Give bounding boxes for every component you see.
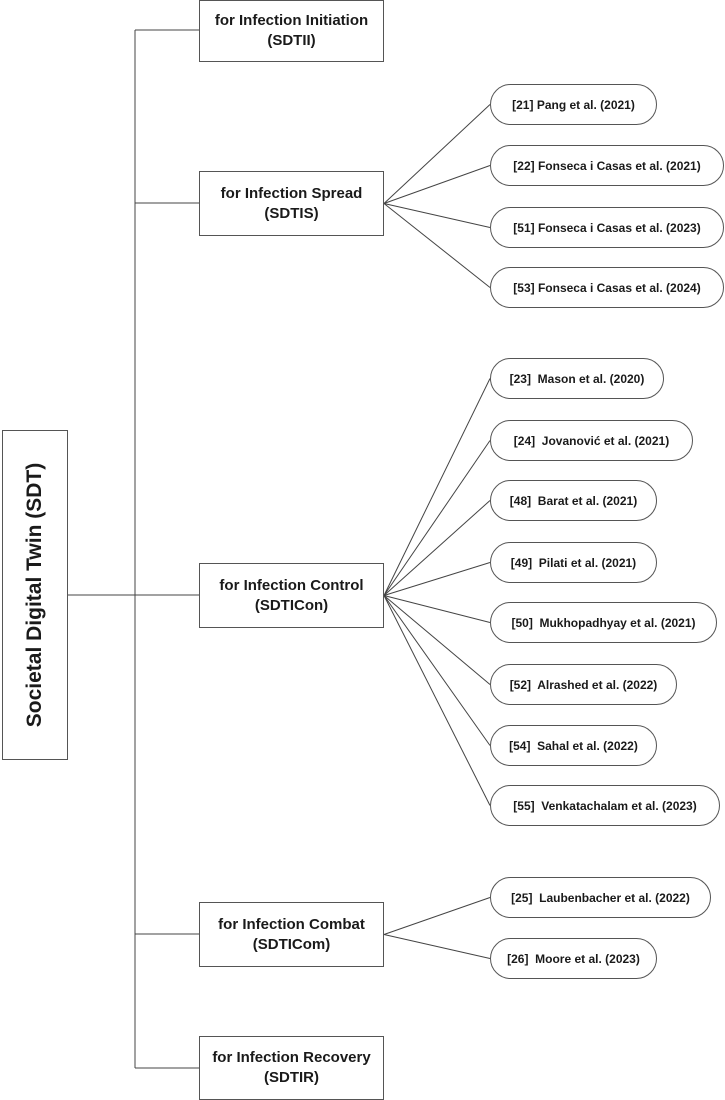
fan-line-mukhopadhyay-2021: [383, 595, 491, 623]
category-code: (SDTIR): [264, 1069, 319, 1086]
fan-line-sahal-2022: [383, 595, 491, 746]
reference-node-fonseca-2024: [53] Fonseca i Casas et al. (2024): [490, 267, 724, 308]
fan-line-laubenbacher-2022: [383, 897, 491, 935]
fan-line-pilati-2021: [383, 562, 491, 596]
category-infection-spread: for Infection Spread (SDTIS): [199, 171, 384, 236]
fan-line-moore-2023: [383, 934, 491, 959]
fan-line-alrashed-2022: [383, 595, 491, 685]
category-title: for Infection Combat: [218, 915, 365, 933]
root-label: Societal Digital Twin (SDT): [23, 462, 46, 728]
category-title: for Infection Initiation: [214, 12, 369, 29]
reference-node-moore-2023: [26] Moore et al. (2023): [490, 938, 657, 979]
reference-node-fonseca-2021: [22] Fonseca i Casas et al. (2021): [490, 145, 724, 186]
category-title: for Infection Spread: [220, 184, 363, 202]
fan-line-fonseca-2021: [383, 165, 491, 204]
fan-line-mason-2020: [383, 378, 491, 596]
reference-node-pang-2021: [21] Pang et al. (2021): [490, 84, 657, 125]
reference-node-alrashed-2022: [52] Alrashed et al. (2022): [490, 664, 677, 705]
fan-line-venkatachalam-2023: [383, 595, 491, 806]
category-title: for Infection Recovery: [212, 1049, 371, 1066]
category-infection-control: for Infection Control (SDTICon): [199, 563, 384, 628]
reference-node-barat-2021: [48] Barat et al. (2021): [490, 480, 657, 521]
reference-node-fonseca-2023: [51] Fonseca i Casas et al. (2023): [490, 207, 724, 248]
fan-line-fonseca-2023: [383, 203, 491, 228]
fan-line-jovanovic-2021: [383, 440, 491, 596]
reference-node-pilati-2021: [49] Pilati et al. (2021): [490, 542, 657, 583]
fan-line-barat-2021: [383, 500, 491, 596]
category-code: (SDTICom): [252, 935, 331, 953]
fan-line-fonseca-2024: [383, 203, 491, 288]
reference-node-sahal-2022: [54] Sahal et al. (2022): [490, 725, 657, 766]
category-code: (SDTIS): [264, 204, 319, 222]
category-code: (SDTICon): [254, 596, 329, 614]
reference-node-mason-2020: [23] Mason et al. (2020): [490, 358, 664, 399]
root-node: Societal Digital Twin (SDT): [2, 430, 68, 760]
reference-fan-lines: [383, 104, 491, 959]
reference-node-venkatachalam-2023: [55] Venkatachalam et al. (2023): [490, 785, 720, 826]
reference-node-laubenbacher-2022: [25] Laubenbacher et al. (2022): [490, 877, 711, 918]
category-infection-recovery: for Infection Recovery (SDTIR): [199, 1036, 384, 1100]
reference-node-mukhopadhyay-2021: [50] Mukhopadhyay et al. (2021): [490, 602, 717, 643]
fan-line-pang-2021: [383, 104, 491, 204]
reference-node-jovanovic-2021: [24] Jovanović et al. (2021): [490, 420, 693, 461]
category-code: (SDTII): [267, 32, 316, 49]
category-infection-combat: for Infection Combat (SDTICom): [199, 902, 384, 967]
category-infection-initiation: for Infection Initiation (SDTII): [199, 0, 384, 62]
category-title: for Infection Control: [219, 576, 364, 594]
